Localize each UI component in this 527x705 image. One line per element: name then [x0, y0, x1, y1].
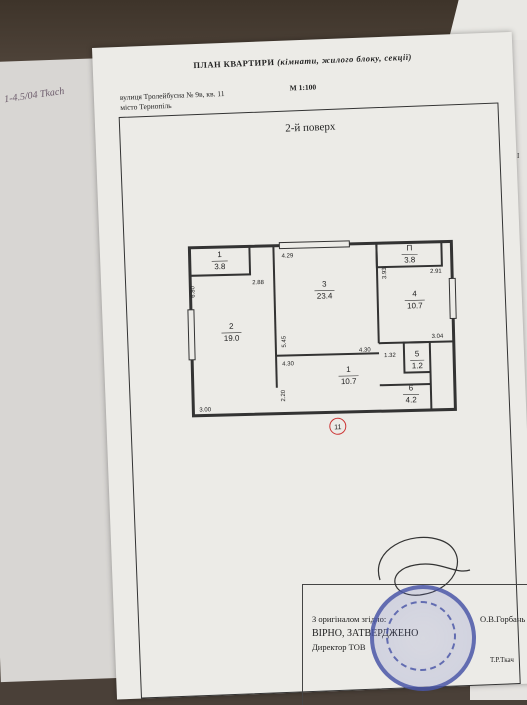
svg-text:2.88: 2.88 [252, 280, 264, 286]
svg-text:4.29: 4.29 [282, 253, 294, 259]
svg-text:6: 6 [409, 383, 414, 392]
floor-label: 2-й поверх [285, 121, 336, 135]
svg-text:П: П [406, 243, 412, 252]
svg-text:10.7: 10.7 [407, 301, 423, 310]
svg-text:4.30: 4.30 [359, 347, 371, 353]
svg-text:2.91: 2.91 [430, 269, 442, 275]
svg-text:3.04: 3.04 [432, 334, 444, 340]
address-street: вулиця Тролейбусна № 9в, кв. 11 [120, 89, 225, 102]
svg-text:19.0: 19.0 [224, 334, 240, 343]
official-seal-icon [370, 585, 476, 691]
room-label: 1 [217, 250, 222, 259]
svg-text:23.4: 23.4 [317, 291, 333, 300]
room-area: 3.8 [214, 262, 226, 271]
stamp-signer-2: Т.Р.Ткач [490, 656, 514, 664]
address-city: місто Тернопіль [120, 101, 172, 112]
document-title: ПЛАН КВАРТИРИ (кімнати, жилого блоку, се… [93, 48, 513, 74]
svg-text:4.30: 4.30 [282, 361, 294, 367]
floor-plan-drawing: 1 3.8 П 3.8 2 19.0 3 23.4 4 10.7 5 1.2 1… [100, 183, 486, 442]
stamp-line-3: Директор ТОВ [312, 642, 366, 652]
svg-text:3.00: 3.00 [199, 407, 211, 413]
svg-text:4.2: 4.2 [406, 395, 418, 404]
svg-text:2: 2 [229, 322, 234, 331]
title-subtitle: (кімнати, жилого блоку, секції) [277, 52, 412, 67]
svg-text:3.93: 3.93 [382, 267, 388, 279]
svg-text:1.32: 1.32 [384, 353, 396, 359]
svg-text:3: 3 [322, 279, 327, 288]
floor-plan: 1 3.8 П 3.8 2 19.0 3 23.4 4 10.7 5 1.2 1… [100, 183, 486, 442]
svg-text:1.2: 1.2 [412, 361, 424, 370]
stamp-signer-1: О.В.Горбань [480, 614, 525, 624]
svg-text:4: 4 [412, 289, 417, 298]
svg-text:5: 5 [415, 349, 420, 358]
svg-text:11: 11 [334, 424, 342, 431]
scale-label: М 1:100 [290, 82, 317, 92]
svg-text:1: 1 [346, 365, 351, 374]
svg-text:10.7: 10.7 [341, 377, 357, 386]
svg-text:2.20: 2.20 [281, 389, 287, 401]
title-text: ПЛАН КВАРТИРИ [193, 57, 274, 70]
svg-text:5.45: 5.45 [282, 335, 288, 347]
svg-text:3.8: 3.8 [404, 255, 416, 264]
svg-text:6.80: 6.80 [190, 285, 196, 297]
